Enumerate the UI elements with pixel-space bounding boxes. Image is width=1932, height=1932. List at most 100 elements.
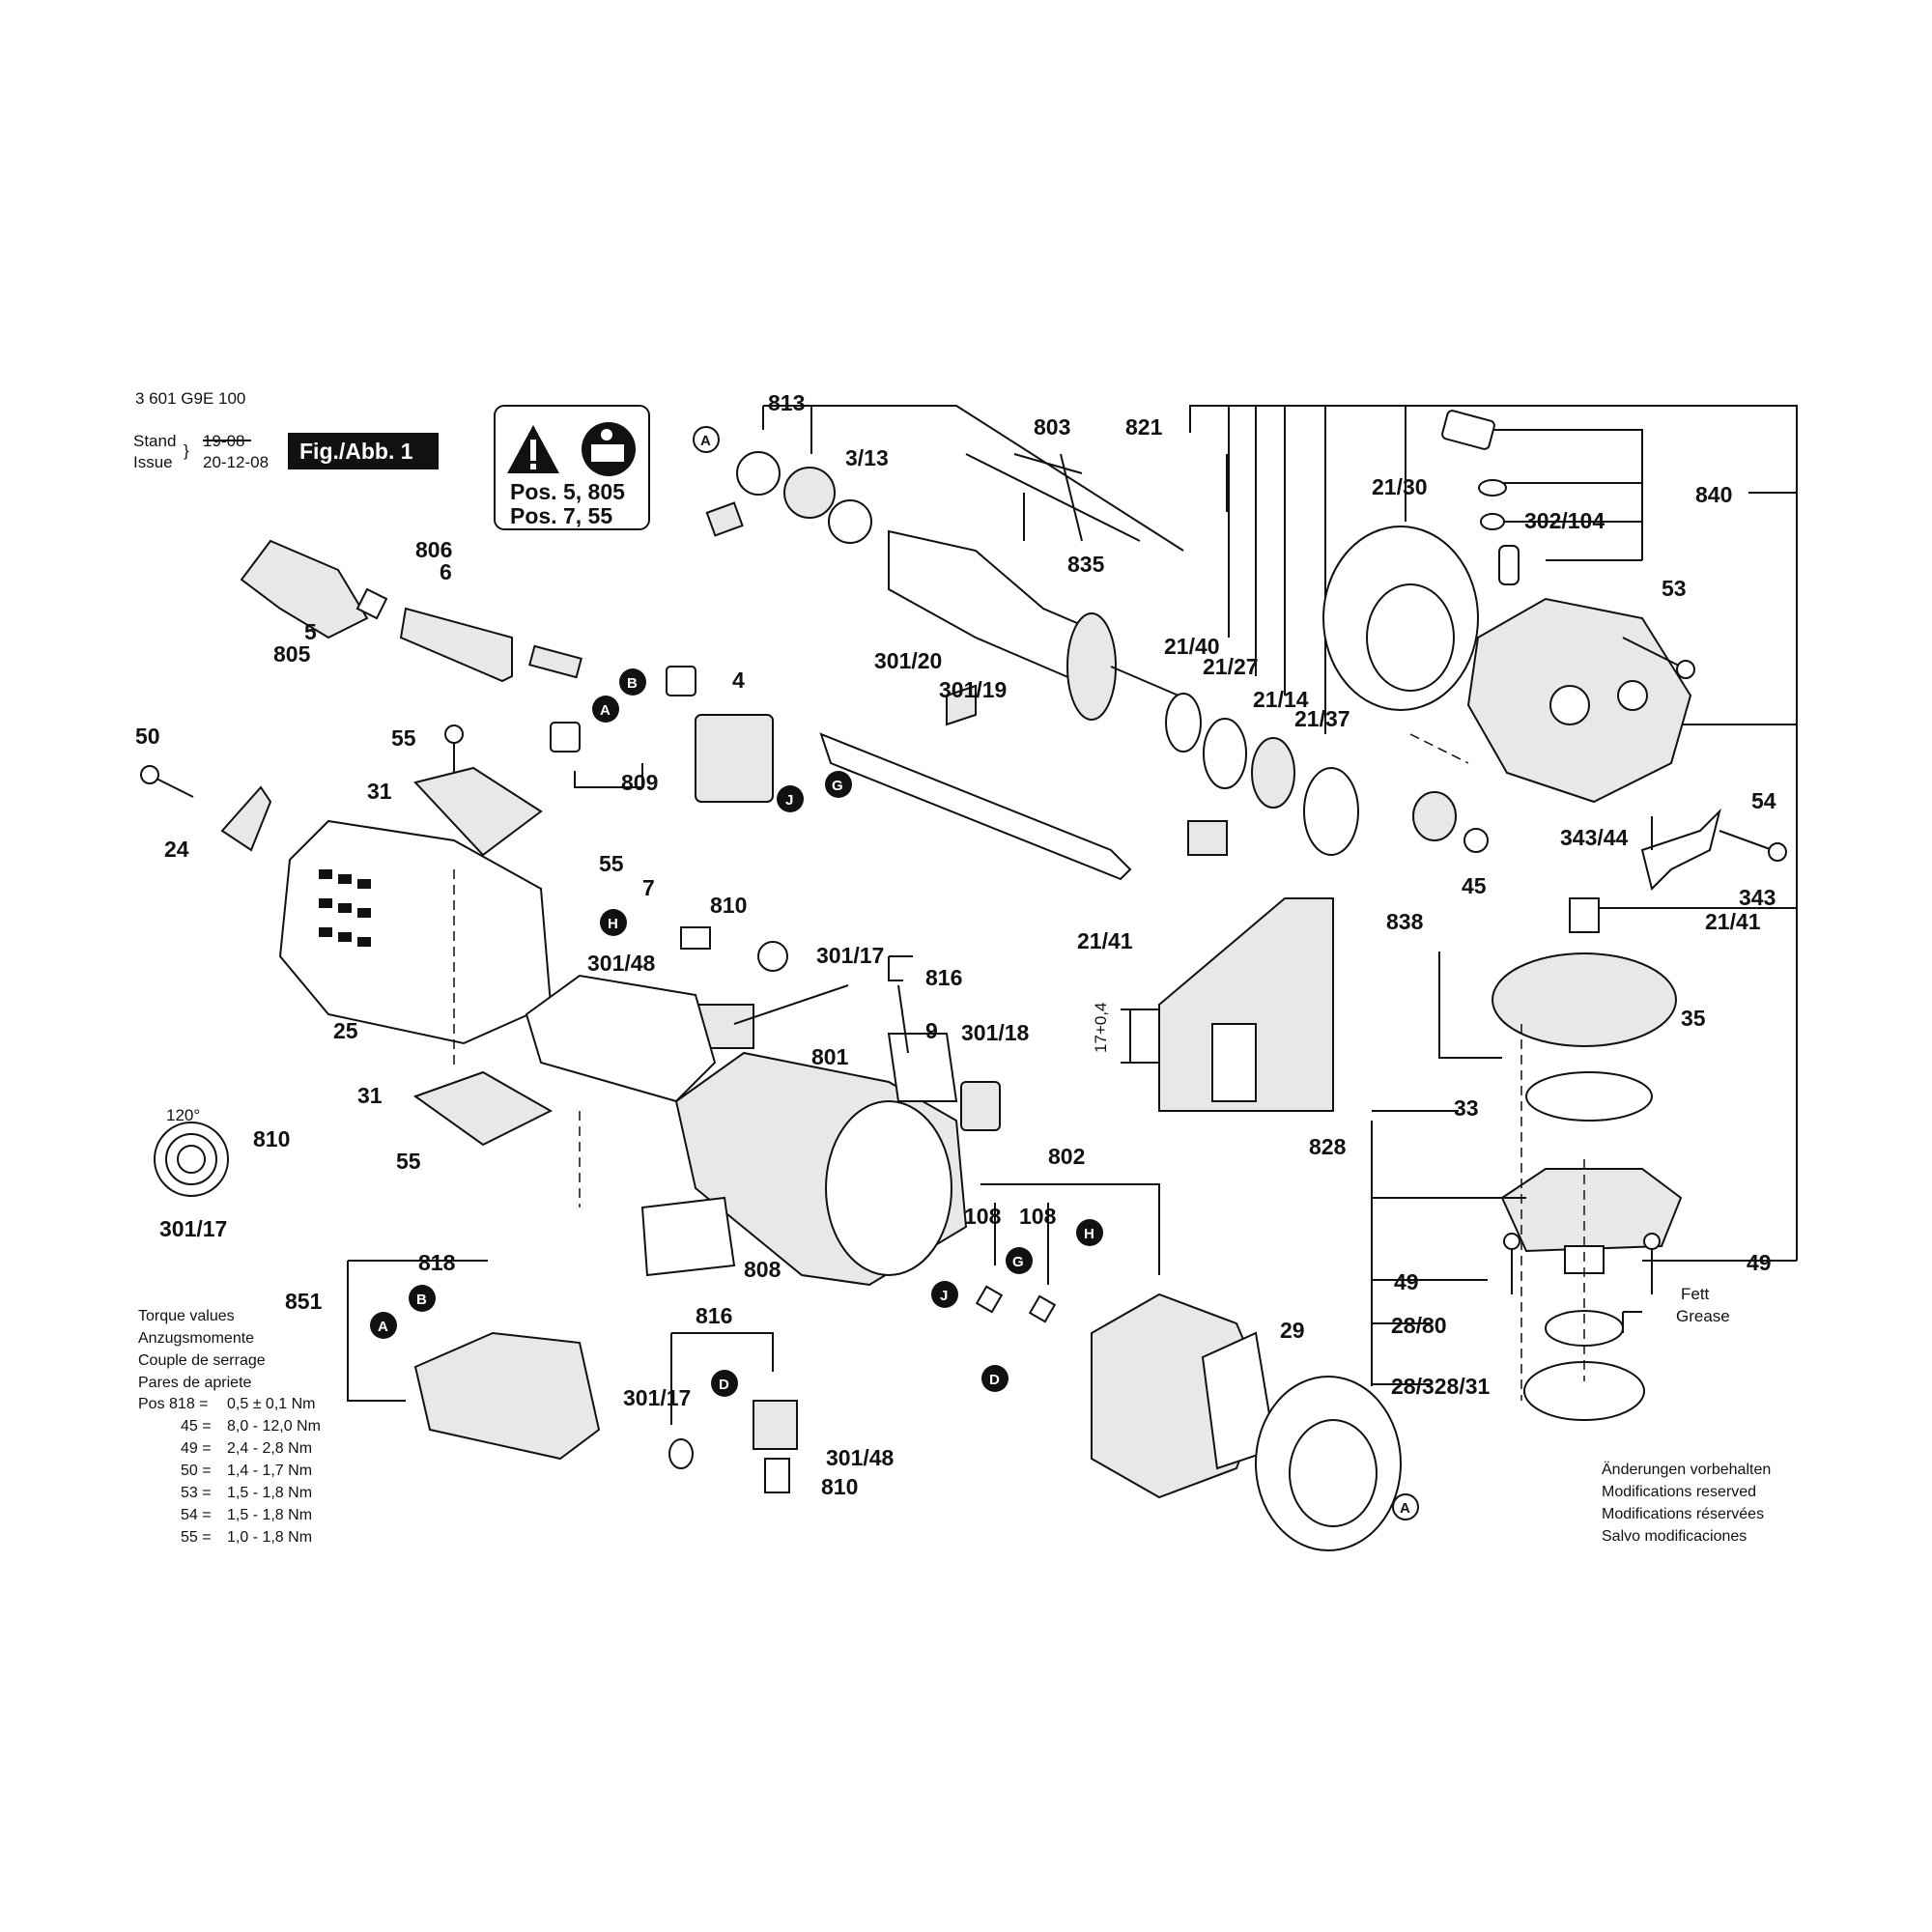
svg-text:A: A [700,433,711,449]
armature-803 [888,529,1179,721]
label-53: 53 [1662,576,1687,601]
label-28-80: 28/80 [1391,1313,1447,1338]
svg-text:A: A [600,702,611,719]
torque-pos: 53 = [181,1485,212,1501]
label-49b: 49 [1747,1250,1772,1275]
label-821: 821 [1125,414,1163,440]
label-805: 805 [273,641,311,667]
label-45: 45 [1462,873,1487,898]
bearing-rings-21 [1165,693,1359,856]
brush-holder-816b [668,1400,798,1493]
svg-text:Modifications réservées: Modifications réservées [1602,1506,1764,1522]
torque-values-table: Torque values Anzugsmomente Couple de se… [138,1308,321,1546]
label-21-30: 21/30 [1372,474,1428,499]
torque-value: 8,0 - 12,0 Nm [227,1418,321,1435]
label-28-328-31: 28/328/31 [1391,1374,1491,1399]
warning-line-1: Pos. 5, 805 [510,479,625,504]
leader-lines [762,405,1798,1262]
label-302-104: 302/104 [1524,508,1605,533]
o-ring-33 [1525,1071,1653,1122]
label-808: 808 [744,1257,781,1282]
spring-810 [154,1122,229,1197]
fig-label-box [288,433,439,469]
torque-value: 0,5 ± 0,1 Nm [227,1396,315,1412]
svg-text:Modifications reserved: Modifications reserved [1602,1484,1756,1500]
label-54: 54 [1751,788,1776,813]
doc-number: 3 601 G9E 100 [135,389,245,408]
label-108b: 108 [1019,1204,1057,1229]
svg-text:Salvo modificaciones: Salvo modificaciones [1602,1528,1747,1545]
label-55c: 55 [396,1149,421,1174]
label-851: 851 [285,1289,323,1314]
label-803: 803 [1034,414,1070,440]
svg-text:H: H [1084,1226,1094,1242]
label-31a: 31 [367,779,392,804]
callout-j-right: J [931,1281,958,1308]
warning-line-2: Pos. 7, 55 [510,503,612,528]
stator-802 [1091,1293,1277,1499]
svg-text:J: J [940,1288,948,1304]
motor-housing-25 [278,819,553,1045]
callout-g-right: G [1006,1247,1033,1274]
cable-end-806 [528,644,582,679]
label-21-41a: 21/41 [1077,928,1133,953]
spindle-lock-343 [1640,808,1721,891]
label-3-13: 3/13 [845,445,889,470]
screw-53 [1622,637,1695,679]
screw-55a [444,724,464,773]
label-35: 35 [1681,1006,1706,1031]
svg-text:Änderungen vorbehalten: Änderungen vorbehalten [1602,1461,1771,1478]
label-301-17a: 301/17 [816,943,884,968]
label-810a: 810 [710,893,747,918]
label-49a: 49 [1394,1269,1419,1294]
label-301-17b: 301/17 [159,1216,227,1241]
callout-h-right: H [1076,1219,1103,1246]
label-801: 801 [811,1044,849,1069]
callout-a-bottom2: A [370,1312,397,1339]
torque-pos: 54 = [181,1507,212,1523]
torque-heading-fr: Couple de serrage [138,1352,266,1369]
label-29: 29 [1280,1318,1305,1343]
switch-lever-301-20 [819,684,1132,881]
label-301-18: 301/18 [961,1020,1030,1045]
bearing-flange-828 [1500,1168,1683,1274]
brace: } [184,441,189,460]
label-301-19: 301/19 [939,677,1007,702]
torque-pos: 45 = [181,1418,212,1435]
label-301-48a: 301/48 [587,951,656,976]
main-housing-801 [525,974,968,1287]
label-9: 9 [925,1018,938,1043]
read-manual-icon [582,422,636,476]
terminal-108b [1028,1294,1057,1323]
torque-heading-en: Torque values [138,1308,235,1324]
issue-label: Issue [133,453,173,471]
screw-49a [1503,1233,1520,1294]
label-33: 33 [1454,1095,1479,1121]
label-838: 838 [1386,909,1424,934]
label-55b: 55 [599,851,624,876]
label-7: 7 [642,875,655,900]
label-50: 50 [135,724,160,749]
label-5: 5 [304,619,317,644]
issue-date: 20-12-08 [203,453,269,471]
label-343: 343 [1739,885,1776,910]
label-21-27: 21/27 [1203,654,1259,679]
svg-text:A: A [1400,1500,1410,1517]
torque-value: 1,4 - 1,7 Nm [227,1463,312,1479]
stand-label: Stand [133,432,176,450]
warning-triangle-icon [507,425,559,473]
cable-sleeve-6 [399,607,513,683]
callout-h-mid: H [600,909,627,936]
svg-text:A: A [378,1319,388,1335]
torque-value: 1,0 - 1,8 Nm [227,1529,312,1546]
callout-d-right: D [981,1365,1009,1392]
label-806: 806 [415,537,452,562]
torque-value: 1,5 - 1,8 Nm [227,1485,312,1501]
callout-d-bottom: D [711,1370,738,1397]
callout-b-top: B [619,668,646,696]
torque-value: 1,5 - 1,8 Nm [227,1507,312,1523]
label-55a: 55 [391,725,416,751]
terminal-108a [975,1285,1004,1314]
modifications-notice: Änderungen vorbehalten Modifications res… [1602,1461,1771,1545]
torque-value: 2,4 - 2,8 Nm [227,1440,312,1457]
